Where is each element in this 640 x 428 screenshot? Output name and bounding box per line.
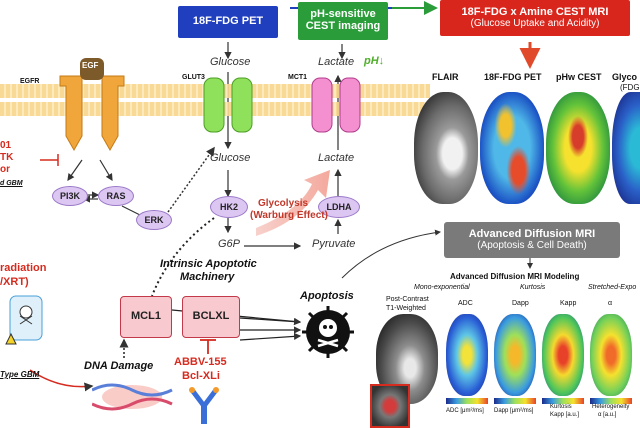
pyruvate-label: Pyruvate: [312, 238, 356, 250]
brain-flair-image: [414, 92, 478, 204]
ldha-node: LDHA: [318, 196, 360, 218]
erk-node: ERK: [136, 210, 172, 230]
death-skull-icon: [302, 306, 354, 358]
kurtosis-label: Kurtosis: [520, 284, 546, 291]
cb-dapp-label: Dapp [μm²/ms]: [494, 408, 534, 414]
bcl-xli-label: Bcl-XLi: [182, 370, 220, 382]
egfr-receptor-icon: [59, 58, 125, 152]
drug-fragment-tk: TK: [0, 152, 14, 163]
post-contrast-2: T1-Weighted: [386, 305, 426, 312]
col-fdg: 18F-FDG PET: [484, 72, 542, 82]
apoptotic-machinery-1: Intrinsic Apoptotic: [160, 258, 257, 270]
brain-dapp-image: [494, 314, 536, 396]
alpha-label: α: [608, 300, 613, 307]
dapp-label: Dapp: [512, 300, 529, 307]
colorbar-alpha: [590, 398, 632, 404]
ph-down-label: pH↓: [364, 55, 385, 67]
pi3k-node: PI3K: [52, 186, 88, 206]
lactate-top-label: Lactate: [318, 56, 355, 68]
combined-title: 18F-FDG x Amine CEST MRI: [461, 5, 609, 18]
glycolysis-label: Glycolysis: [258, 198, 309, 209]
pi3k-label: PI3K: [59, 191, 80, 201]
glucose-top-label: Glucose: [210, 56, 251, 68]
mct1-transporter-icon: [311, 77, 361, 133]
cb-adc-label: ADC [μm²/ms]: [446, 408, 484, 414]
hk2-label: HK2: [219, 202, 238, 212]
ras-node: RAS: [98, 186, 134, 206]
dna-strand-icon: [92, 383, 173, 411]
cest-label: pH-sensitive CEST imaging: [305, 8, 381, 32]
apoptotic-machinery-2: Machinery: [180, 271, 235, 283]
col-glyco-sub: (FDG: [620, 83, 640, 92]
ras-label: RAS: [106, 191, 126, 201]
g6p-label: G6P: [218, 238, 241, 250]
abbv-label: ABBV-155: [174, 356, 227, 368]
antibody-drug-icon: [189, 387, 219, 424]
col-flair: FLAIR: [432, 72, 459, 82]
mct1-label: MCT1: [288, 74, 308, 81]
radiation-label-2: /XRT): [0, 276, 29, 288]
brain-phw-image: [546, 92, 610, 204]
drug-fragment-gbm: d GBM: [0, 180, 23, 187]
brain-alpha-image: [590, 314, 632, 396]
mcl1-label: MCL1: [131, 310, 161, 323]
combined-subtitle: (Glucose Uptake and Acidity): [470, 17, 600, 29]
egf-label: EGF: [82, 61, 99, 70]
brain-kapp-image: [542, 314, 584, 396]
brain-adc-image: [446, 314, 488, 396]
bclxl-node: BCLXL: [182, 296, 240, 338]
lactate-mid-label: Lactate: [318, 152, 355, 164]
cb-het-label-1: Heterogeneity: [592, 404, 630, 410]
glut3-transporter-icon: [203, 77, 253, 133]
cb-het-label-2: α [a.u.]: [598, 412, 617, 418]
fdg-pet-label: 18F-FDG PET: [192, 15, 264, 28]
egfr-label: EGFR: [20, 78, 40, 85]
diffusion-subtitle: (Apoptosis & Cell Death): [477, 239, 587, 251]
colorbar-kapp: [542, 398, 584, 404]
col-phw: pHw CEST: [556, 72, 602, 82]
drug-fragment-01: 01: [0, 140, 12, 151]
combined-box: 18F-FDG x Amine CEST MRI (Glucose Uptake…: [440, 0, 630, 36]
tumor-inset-image: [370, 384, 410, 428]
ldha-label: LDHA: [326, 202, 352, 212]
colorbar-adc: [446, 398, 488, 404]
col-glyco: Glyco: [612, 72, 638, 82]
type-gbm-label: Type GBM: [0, 370, 40, 379]
bclxl-label: BCLXL: [192, 310, 230, 323]
stretched-label: Stretched-Expo: [588, 284, 637, 291]
diffusion-model-title: Advanced Diffusion MRI Modeling: [450, 272, 580, 281]
warburg-label: (Warburg Effect): [250, 210, 328, 221]
mono-label: Mono-exponential: [414, 284, 470, 291]
drug-fragment-or: or: [0, 164, 10, 175]
apoptosis-label: Apoptosis: [300, 290, 354, 302]
cest-box: pH-sensitive CEST imaging: [298, 2, 388, 40]
cb-kurt-label-1: Kurtosis: [550, 404, 572, 410]
erk-label: ERK: [144, 215, 164, 225]
diffusion-box: Advanced Diffusion MRI (Apoptosis & Cell…: [444, 222, 620, 258]
glut3-label: GLUT3: [182, 74, 205, 81]
colorbar-dapp: [494, 398, 536, 404]
kapp-label: Kapp: [560, 300, 577, 307]
mcl1-node: MCL1: [120, 296, 172, 338]
glucose-mid-label: Glucose: [210, 152, 251, 164]
hk2-node: HK2: [210, 196, 248, 218]
adc-label: ADC: [458, 300, 473, 307]
dna-damage-label: DNA Damage: [84, 360, 154, 372]
brain-glyco-image: [612, 92, 640, 204]
brain-fdg-image: [480, 92, 544, 204]
cb-kurt-label-2: Kapp [a.u.]: [550, 412, 580, 418]
diffusion-title: Advanced Diffusion MRI: [468, 227, 596, 240]
fdg-pet-box: 18F-FDG PET: [178, 6, 278, 38]
post-contrast-1: Post-Contrast: [386, 296, 429, 303]
radiation-label-1: radiation: [0, 262, 47, 274]
iv-bag-icon: [5, 295, 43, 345]
